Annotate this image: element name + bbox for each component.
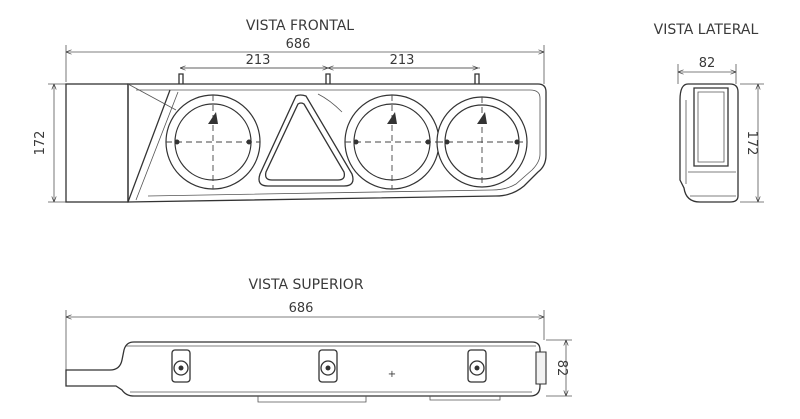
- front-round-lamp-middle: [344, 94, 440, 190]
- front-triangle-reflector: [258, 94, 354, 187]
- top-depth-label: 82: [554, 360, 569, 377]
- top-lamp-body: +: [65, 341, 547, 403]
- side-height-dimension: 172: [740, 83, 764, 203]
- top-mount-bracket-left: [171, 349, 191, 383]
- top-mount-bracket-middle: [318, 349, 338, 383]
- front-view: VISTA FRONTAL 686 213 213 172: [33, 18, 547, 203]
- front-width-label: 686: [286, 37, 311, 52]
- front-round-lamp-right: [436, 96, 528, 188]
- top-view: VISTA SUPERIOR 686 82 +: [65, 277, 572, 403]
- side-view-title: VISTA LATERAL: [654, 22, 759, 38]
- top-width-dimension: 686: [65, 301, 545, 370]
- front-width-dimension: 686: [65, 37, 545, 84]
- side-view: VISTA LATERAL 82 172: [654, 22, 764, 203]
- side-lamp-body: [679, 83, 739, 203]
- front-view-title: VISTA FRONTAL: [246, 18, 354, 34]
- top-view-title: VISTA SUPERIOR: [248, 277, 363, 293]
- side-depth-label: 82: [699, 56, 716, 71]
- front-spacing-dimension: 213 213: [178, 53, 480, 84]
- side-depth-dimension: 82: [677, 56, 737, 84]
- front-spacing-left-label: 213: [246, 53, 271, 68]
- front-round-lamp-left: [165, 94, 261, 190]
- front-spacing-right-label: 213: [390, 53, 415, 68]
- front-height-label: 172: [33, 131, 48, 156]
- svg-text:+: +: [388, 369, 396, 380]
- side-height-label: 172: [744, 131, 759, 156]
- front-lamp-body: [65, 83, 547, 203]
- top-mount-bracket-right: [467, 349, 487, 383]
- top-width-label: 686: [289, 301, 314, 316]
- front-height-dimension: 172: [33, 83, 66, 203]
- top-depth-dimension: 82: [546, 339, 572, 397]
